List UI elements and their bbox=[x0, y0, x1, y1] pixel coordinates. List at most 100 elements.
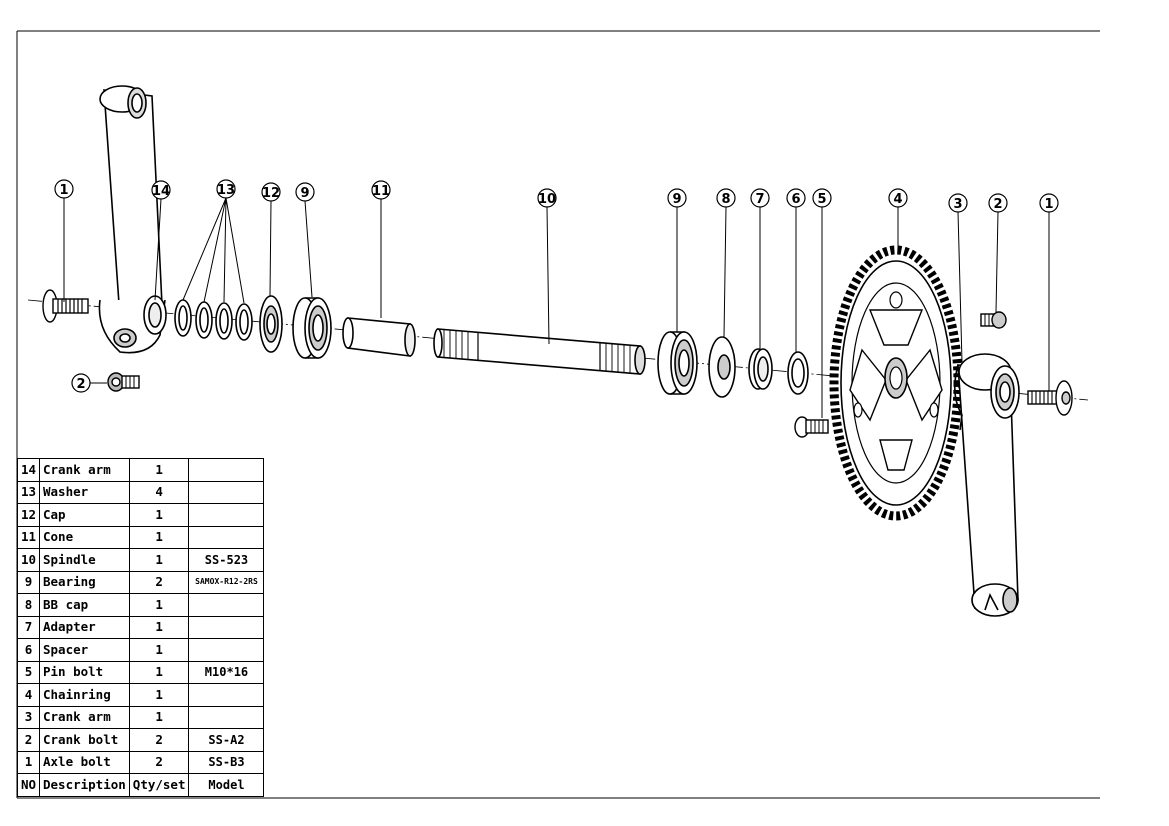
callout: 14 bbox=[151, 180, 171, 200]
row-qty: 4 bbox=[128, 480, 190, 504]
row-qty: 1 bbox=[128, 503, 190, 527]
svg-text:13: 13 bbox=[217, 183, 235, 198]
callout: 8 bbox=[716, 188, 736, 208]
row-description: Cone bbox=[39, 525, 130, 549]
row-number: 13 bbox=[17, 480, 40, 504]
row-number: 4 bbox=[17, 683, 40, 707]
row-number: 7 bbox=[17, 615, 40, 639]
svg-text:2: 2 bbox=[76, 377, 85, 392]
svg-text:6: 6 bbox=[791, 192, 800, 207]
row-qty: 1 bbox=[128, 683, 190, 707]
row-model bbox=[188, 458, 265, 482]
row-qty: 2 bbox=[128, 750, 190, 774]
svg-text:1: 1 bbox=[1044, 197, 1053, 212]
row-description: Crank arm bbox=[39, 705, 130, 729]
row-description: Axle bolt bbox=[39, 750, 130, 774]
row-description: Crank arm bbox=[39, 458, 130, 482]
callout: 3 bbox=[948, 193, 968, 213]
row-description: Spindle bbox=[39, 548, 130, 572]
callout: 5 bbox=[812, 188, 832, 208]
row-number: 12 bbox=[17, 503, 40, 527]
row-description: Crank bolt bbox=[39, 728, 130, 752]
row-number: 8 bbox=[17, 593, 40, 617]
row-model bbox=[188, 638, 265, 662]
bb-cap bbox=[708, 336, 736, 398]
svg-text:14: 14 bbox=[152, 184, 170, 199]
callout: 4 bbox=[888, 188, 908, 208]
row-number: 1 bbox=[17, 750, 40, 774]
svg-text:9: 9 bbox=[300, 186, 309, 201]
spacer bbox=[787, 351, 809, 395]
crank-bolt-right bbox=[980, 311, 1007, 329]
row-number: 9 bbox=[17, 570, 40, 594]
row-number: 3 bbox=[17, 705, 40, 729]
bearing-right bbox=[657, 331, 698, 395]
pin-bolt bbox=[794, 416, 829, 438]
row-model bbox=[188, 683, 265, 707]
row-description: Pin bolt bbox=[39, 660, 130, 684]
svg-text:3: 3 bbox=[953, 197, 962, 212]
row-model: M10*16 bbox=[188, 660, 265, 684]
row-qty: 1 bbox=[128, 705, 190, 729]
left-axle-bolt bbox=[42, 289, 89, 323]
header-description: Description bbox=[39, 773, 130, 797]
svg-text:4: 4 bbox=[893, 192, 902, 207]
svg-text:9: 9 bbox=[672, 192, 681, 207]
row-number: 14 bbox=[17, 458, 40, 482]
cone bbox=[342, 317, 416, 357]
callout: 1 bbox=[1039, 193, 1059, 213]
washers bbox=[174, 299, 253, 341]
row-number: 11 bbox=[17, 525, 40, 549]
row-description: BB cap bbox=[39, 593, 130, 617]
bearing-left bbox=[292, 297, 332, 359]
row-model: SS-B3 bbox=[188, 750, 265, 774]
row-description: Spacer bbox=[39, 638, 130, 662]
row-number: 5 bbox=[17, 660, 40, 684]
callout: 9 bbox=[667, 188, 687, 208]
row-description: Chainring bbox=[39, 683, 130, 707]
callout: 11 bbox=[371, 180, 391, 200]
row-model bbox=[188, 480, 265, 504]
callout: 13 bbox=[216, 179, 236, 199]
row-qty: 1 bbox=[128, 615, 190, 639]
row-model: SAMOX-R12-2RS bbox=[188, 570, 265, 594]
callout: 1 bbox=[54, 179, 74, 199]
header-number: NO bbox=[17, 773, 40, 797]
row-model bbox=[188, 525, 265, 549]
callout: 9 bbox=[295, 182, 315, 202]
right-axle-bolt bbox=[1027, 380, 1073, 416]
row-model bbox=[188, 593, 265, 617]
header-qty: Qty/set bbox=[128, 773, 190, 797]
svg-text:1: 1 bbox=[59, 183, 68, 198]
row-description: Cap bbox=[39, 503, 130, 527]
spindle bbox=[433, 328, 646, 375]
callout: 7 bbox=[750, 188, 770, 208]
right-crank-arm bbox=[954, 353, 1020, 617]
row-model bbox=[188, 615, 265, 639]
callout: 2 bbox=[988, 193, 1008, 213]
callout: 12 bbox=[261, 182, 281, 202]
leader-lines bbox=[63, 197, 1050, 418]
row-description: Adapter bbox=[39, 615, 130, 639]
row-model: SS-A2 bbox=[188, 728, 265, 752]
left-crank-arm bbox=[98, 85, 167, 354]
row-qty: 1 bbox=[128, 638, 190, 662]
row-qty: 2 bbox=[128, 570, 190, 594]
callout: 6 bbox=[786, 188, 806, 208]
row-number: 6 bbox=[17, 638, 40, 662]
row-qty: 1 bbox=[128, 548, 190, 572]
row-model bbox=[188, 503, 265, 527]
svg-text:11: 11 bbox=[372, 184, 390, 199]
